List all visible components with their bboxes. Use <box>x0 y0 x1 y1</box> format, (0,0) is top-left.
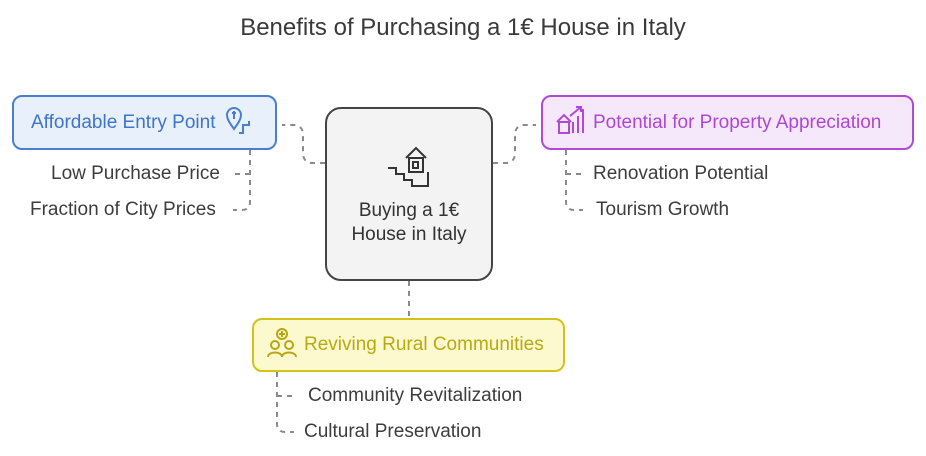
item-tourism-growth: Tourism Growth <box>596 199 730 220</box>
center-node-label: Buying a 1€ House in Italy <box>351 199 467 245</box>
people-group-add-icon <box>266 327 298 364</box>
branch-property-appreciation: Potential for Property Appreciation <box>541 95 914 150</box>
branch-rural-label: Reviving Rural Communities <box>304 334 544 355</box>
branch-reviving-rural-communities: Reviving Rural Communities <box>252 318 565 372</box>
center-node: Buying a 1€ House in Italy <box>325 107 493 281</box>
connector-appreciation-items <box>565 150 583 211</box>
branch-affordable-label: Affordable Entry Point <box>31 111 216 133</box>
item-fraction-of-city-prices: Fraction of City Prices <box>30 199 216 220</box>
item-cultural-preservation: Cultural Preservation <box>304 421 482 442</box>
house-stairs-icon <box>384 142 434 195</box>
item-community-revitalization: Community Revitalization <box>308 385 523 406</box>
house-growth-chart-icon <box>555 104 587 141</box>
diagram-title: Benefits of Purchasing a 1€ House in Ita… <box>240 14 686 41</box>
connector-affordable-items <box>233 150 251 211</box>
location-pin-path-icon <box>225 105 255 140</box>
connector-center-appreciation <box>493 124 536 164</box>
branch-affordable-entry-point: Affordable Entry Point <box>12 95 277 150</box>
connector-center-affordable <box>282 124 325 164</box>
item-renovation-potential: Renovation Potential <box>593 163 769 184</box>
branch-appreciation-label: Potential for Property Appreciation <box>593 111 882 133</box>
connector-rural-items <box>276 372 294 433</box>
item-low-purchase-price: Low Purchase Price <box>51 163 220 184</box>
